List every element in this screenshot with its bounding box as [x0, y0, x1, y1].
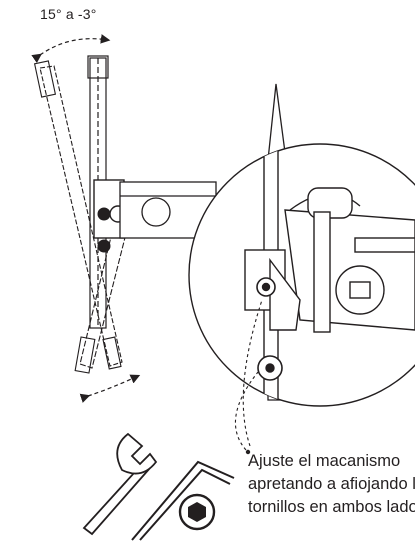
- instruction-line: apretando a afiojando los: [248, 475, 415, 493]
- hex-socket-icon: [178, 493, 216, 531]
- detail-magnifier: [188, 143, 415, 407]
- tilt-bracket-left: [33, 60, 123, 370]
- instruction-line: tornillos en ambos lados: [248, 498, 415, 516]
- tilt-range-label: 15° a -3°: [40, 6, 97, 22]
- leader-line-lower: [234, 371, 259, 451]
- allen-key-icon: [131, 460, 235, 541]
- instruction-line: Ajuste el macanismo: [248, 452, 401, 470]
- leader-line-upper: [242, 299, 263, 447]
- tilt-arrow-bottom: [79, 374, 141, 403]
- wrench-icon: [82, 432, 158, 536]
- adjustment-instruction: Ajuste el macanismo apretando a afiojand…: [248, 450, 415, 519]
- tilt-arrow-top: [31, 34, 111, 64]
